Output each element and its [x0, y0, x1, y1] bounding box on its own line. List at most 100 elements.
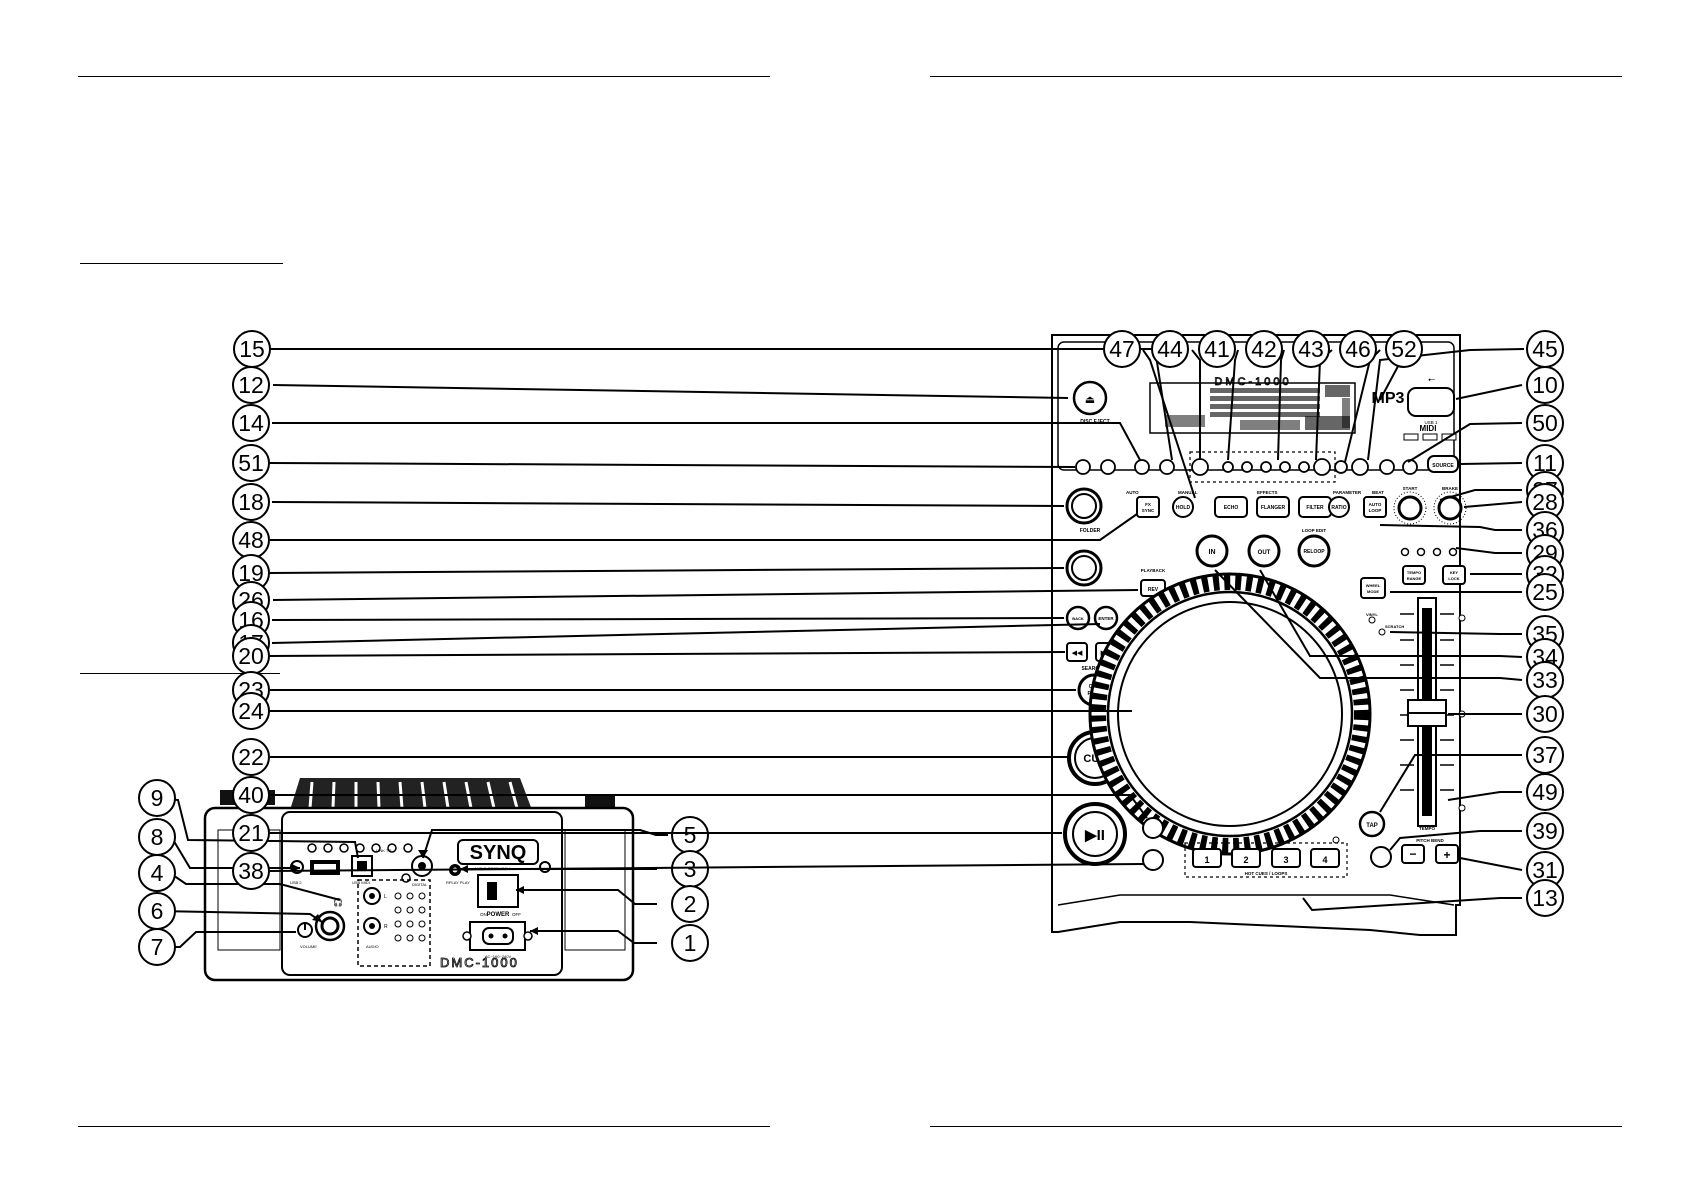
- ratio-button[interactable]: RATIO: [1331, 505, 1346, 511]
- top-callout-21: 21: [232, 814, 270, 852]
- top-callout-48: 48: [232, 521, 270, 559]
- callout-number: 8: [151, 824, 164, 850]
- fader-start-label: RPLAY PLAY: [446, 880, 470, 885]
- top-callout-24: 24: [232, 692, 270, 730]
- eject-icon: ⏏: [1085, 394, 1095, 406]
- search-label: SEARCH: [1081, 666, 1103, 672]
- heading-underline-2: [80, 673, 280, 674]
- top-callout-49: 49: [1526, 773, 1564, 811]
- usb-storage-label: USB 2: [290, 880, 302, 885]
- callout-number: 30: [1532, 701, 1558, 727]
- callout-circle: [671, 885, 709, 923]
- callout-number: 45: [1532, 336, 1558, 362]
- play-pause-button[interactable]: ▶II: [1084, 827, 1105, 844]
- usb-icon: ⭠: [1428, 374, 1435, 384]
- callout-number: 4: [151, 860, 164, 886]
- rca-r-label: R: [384, 924, 388, 930]
- auto-loop-button[interactable]: AUTO: [1369, 502, 1382, 507]
- usb1-label: USB 1: [1424, 420, 1438, 425]
- callout-circle: [232, 738, 270, 776]
- wheel-mode-button-line2: MODE: [1367, 589, 1379, 594]
- tempo-range-button[interactable]: TEMPO: [1407, 570, 1421, 575]
- flanger-button[interactable]: FLANGER: [1261, 505, 1286, 511]
- top-callout-45: 45: [1526, 330, 1564, 368]
- callout-number: 37: [1532, 742, 1558, 768]
- top-callout-15: 15: [233, 330, 271, 368]
- rev-button[interactable]: REV: [1148, 587, 1159, 593]
- callout-circle: [232, 444, 270, 482]
- hot-cue-2-button[interactable]: 2: [1243, 855, 1248, 865]
- pitch-bend-minus-button[interactable]: −: [1409, 847, 1416, 861]
- tap-button[interactable]: TAP: [1366, 823, 1378, 829]
- callout-number: 9: [151, 785, 164, 811]
- audio-out-label: AUDIO: [366, 944, 379, 949]
- manual-label: MANUAL: [1178, 490, 1198, 495]
- callout-number: 5: [684, 822, 697, 848]
- callout-circle: [1526, 695, 1564, 733]
- callout-number: 7: [151, 934, 164, 960]
- hot-cue-3-button[interactable]: 3: [1283, 855, 1288, 865]
- callout-number: 14: [238, 410, 264, 436]
- rear-brand-logo: SYNQ: [470, 842, 527, 864]
- callout-circle: [1339, 330, 1377, 368]
- top-callout-46: 46: [1339, 330, 1377, 368]
- rca-l-label: L: [384, 894, 387, 900]
- heading-underline-1: [80, 263, 283, 264]
- headphone-icon: 🎧: [333, 897, 343, 907]
- callout-circle: [232, 776, 270, 814]
- echo-button[interactable]: ECHO: [1224, 505, 1239, 511]
- callout-number: 18: [238, 489, 264, 515]
- key-lock-button[interactable]: KEY: [1450, 570, 1459, 575]
- in-button[interactable]: IN: [1209, 549, 1216, 556]
- pitch-bend-plus-button[interactable]: +: [1443, 848, 1450, 862]
- beat-label: BEAT: [1372, 490, 1384, 495]
- top-callout-51: 51: [232, 444, 270, 482]
- midi-label: MIDI: [1420, 424, 1437, 433]
- callout-number: 49: [1532, 779, 1558, 805]
- callout-circle: [138, 928, 176, 966]
- auto-loop-button-line2: LOOP: [1369, 508, 1382, 513]
- callout-circle: [1526, 404, 1564, 442]
- top-callout-25: 25: [1526, 573, 1564, 611]
- rear-callout-2: 2: [671, 885, 709, 923]
- back-button[interactable]: BACK: [1072, 616, 1084, 621]
- rear-callout-4: 4: [138, 854, 176, 892]
- rear-callout-7: 7: [138, 928, 176, 966]
- top-callout-52: 52: [1385, 330, 1423, 368]
- hold-button[interactable]: HOLD: [1176, 505, 1191, 511]
- callout-number: 33: [1532, 667, 1558, 693]
- top-callout-14: 14: [232, 404, 270, 442]
- enter-button[interactable]: ENTER: [1098, 616, 1114, 621]
- hot-cue-1-button[interactable]: 1: [1204, 855, 1209, 865]
- power-off-label: OFF: [512, 912, 521, 917]
- key-lock-button-line2: LOCK: [1448, 576, 1459, 581]
- auto-label: AUTO: [1126, 490, 1139, 495]
- callout-number: 41: [1204, 336, 1230, 362]
- rear-callout-1: 1: [671, 924, 709, 962]
- callout-circle: [1526, 573, 1564, 611]
- filter-button[interactable]: FILTER: [1306, 505, 1324, 511]
- hot-cue-4-button[interactable]: 4: [1322, 855, 1327, 865]
- ac-label: AC~100~240V: [485, 954, 512, 959]
- callout-number: 40: [238, 782, 264, 808]
- callout-number: 50: [1532, 410, 1558, 436]
- callout-number: 48: [238, 527, 264, 553]
- callout-number: 24: [238, 698, 264, 724]
- rewind-icon[interactable]: ◀◀: [1072, 650, 1083, 657]
- top-callout-30: 30: [1526, 695, 1564, 733]
- top-callout-37: 37: [1526, 736, 1564, 774]
- fx-sync-button[interactable]: FX: [1145, 502, 1151, 507]
- top-callout-47: 47: [1103, 330, 1141, 368]
- callout-number: 25: [1532, 579, 1558, 605]
- callout-circle: [232, 692, 270, 730]
- reloop-button[interactable]: RELOOP: [1303, 549, 1325, 555]
- playback-direction-label: PLAYBACK: [1141, 568, 1166, 573]
- out-button[interactable]: OUT: [1258, 550, 1271, 556]
- wheel-mode-button[interactable]: WHEEL: [1366, 583, 1381, 588]
- bottom-rule-left: [78, 1126, 770, 1127]
- callout-number: 11: [1533, 450, 1557, 476]
